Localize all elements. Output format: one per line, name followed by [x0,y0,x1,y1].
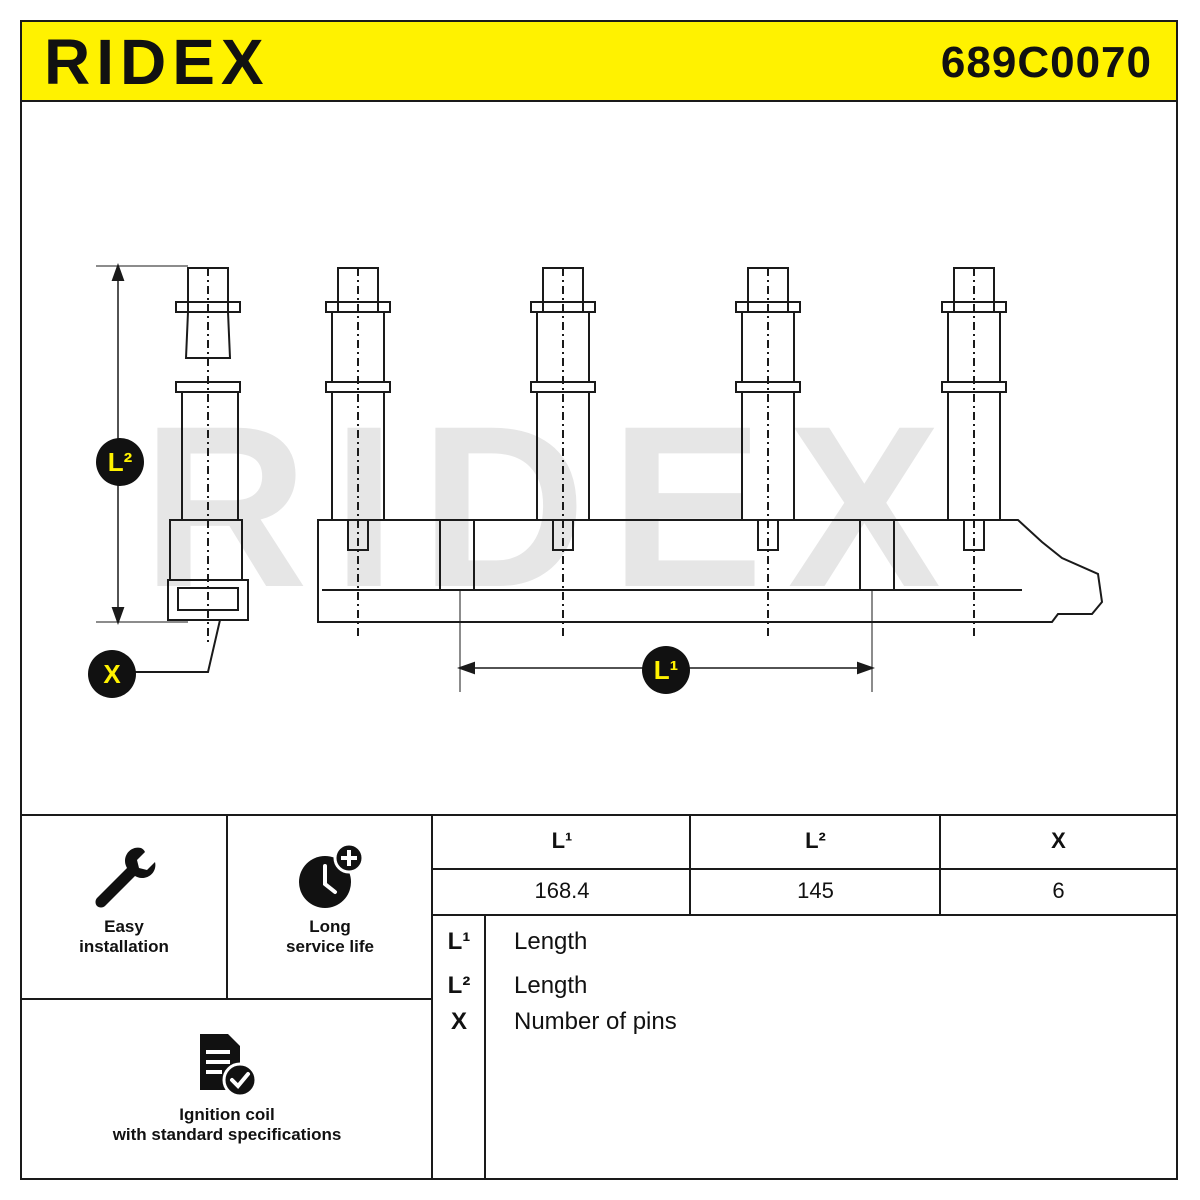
coil-tower-4 [941,267,1007,636]
feature-line2: with standard specifications [112,1125,342,1144]
feature-line2: service life [286,937,374,956]
coil-tower-3 [735,267,801,636]
legend-symbol: X [450,1008,467,1035]
feature-line1: Ignition coil [179,1105,275,1124]
part-number: 689C0070 [940,38,1152,87]
divider [432,868,1176,870]
feature-standard-specifications: Ignition coil with standard specificatio… [22,1030,432,1145]
table-value-x: 6 [1052,878,1065,903]
divider [484,914,486,1180]
brand-logo: RIDEX [44,26,270,98]
wrench-icon [95,847,156,908]
divider [226,816,228,1000]
feature-easy-installation: Easy installation [22,842,226,957]
legend-text: Length [514,972,588,999]
l2-callout-badge: L² [96,438,144,486]
x-callout-badge: X [88,650,136,698]
table-header-x: X [1051,828,1066,853]
brand-watermark: RIDEX [142,378,965,635]
divider [432,914,1176,916]
info-panel: Easy installation Long service life Igni… [22,814,1176,1180]
divider [431,816,433,1180]
side-view-coil [132,267,249,673]
document-check-icon [200,1034,258,1098]
feature-long-service-life: Long service life [228,842,432,957]
l1-callout-badge: L¹ [642,646,690,694]
divider [22,998,432,1000]
coil-tower-2 [530,267,596,636]
legend-symbol: L² [447,972,471,999]
divider [689,816,691,916]
table-value-l2: 145 [797,878,834,903]
table-header-l2: L² [805,828,826,853]
legend-symbol: L¹ [447,928,471,955]
product-sheet: RIDEX 689C0070 RIDEX [20,20,1178,1180]
coil-rail-front-view [317,519,1104,623]
feature-line1: Easy [104,917,144,936]
technical-drawing: RIDEX [22,102,1176,816]
table-header-l1: L¹ [551,828,573,853]
feature-line1: Long [309,917,351,936]
ignition-coil-drawing [96,263,1104,692]
header-bar: RIDEX 689C0070 [22,22,1176,102]
clock-plus-icon [299,842,365,908]
coil-tower-1 [325,267,391,636]
feature-line2: installation [79,937,169,956]
divider [939,816,941,916]
legend-text: Length [514,928,588,955]
legend-text: Number of pins [514,1008,677,1035]
table-value-l1: 168.4 [534,878,590,903]
